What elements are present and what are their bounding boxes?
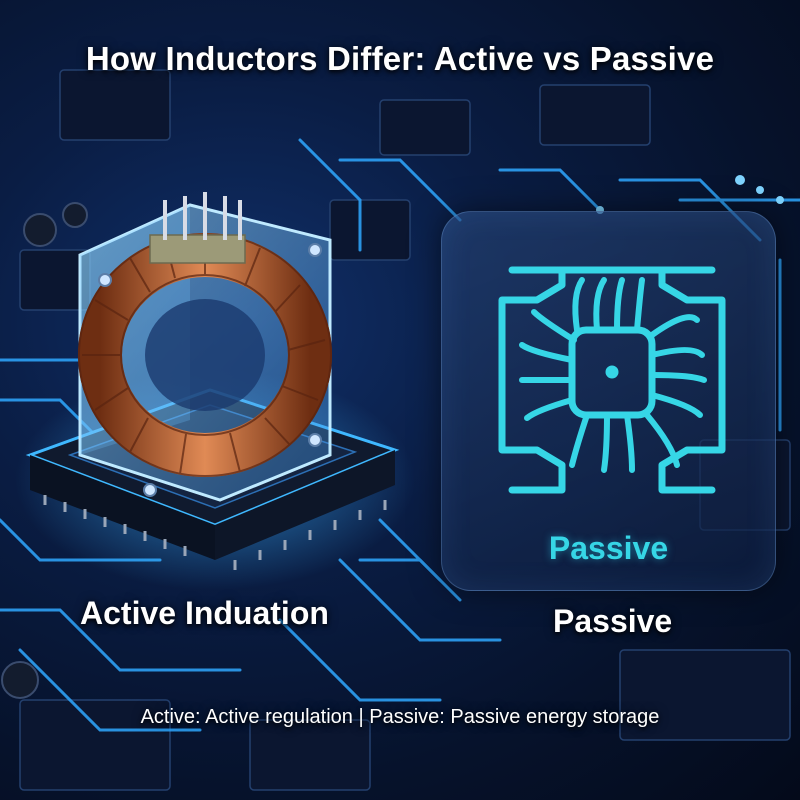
chip-pins — [43, 495, 387, 570]
background-capacitors — [1, 202, 88, 699]
caption: Active: Active regulation | Passive: Pas… — [140, 706, 660, 728]
passive-inductor-panel: Passive — [441, 211, 776, 591]
active-label: Active Induation — [80, 595, 329, 631]
page-title: How Inductors Differ: Active vs Passive — [85, 40, 715, 77]
inductor-component — [78, 192, 332, 502]
panel-label: Passive — [548, 530, 669, 566]
passive-label: Passive — [553, 603, 673, 639]
inductor-coil-icon — [498, 266, 726, 494]
